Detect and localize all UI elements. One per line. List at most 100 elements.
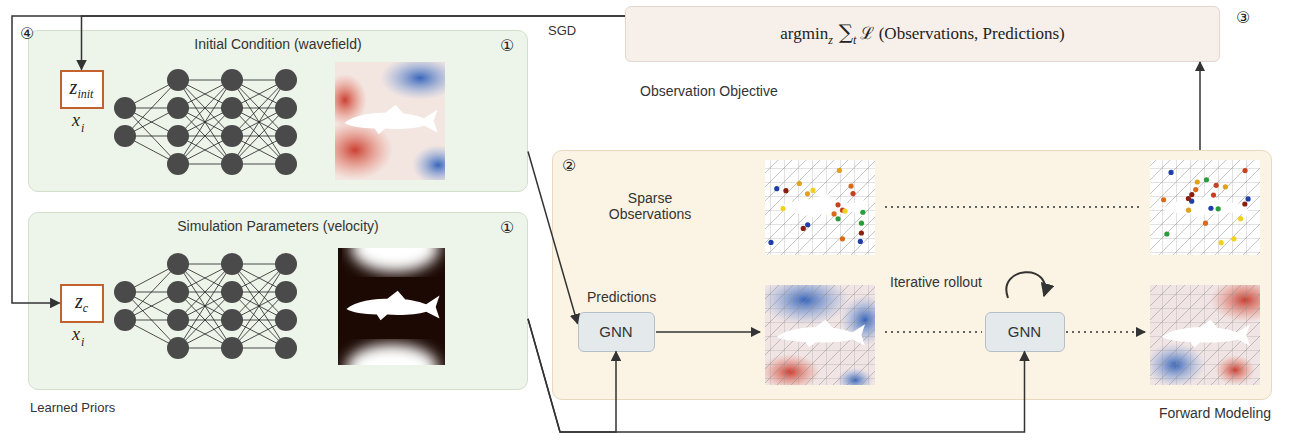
gnn-label: GNN (599, 323, 632, 340)
nn-neuron (221, 253, 243, 275)
nn-link (232, 264, 286, 348)
sensor-dot (831, 211, 836, 216)
sensor-dot (1161, 197, 1166, 202)
sensor-dot (848, 183, 853, 188)
nn-neuron (221, 125, 243, 147)
sensor-dot (801, 226, 806, 231)
sensor-dot (842, 208, 847, 213)
sensor-dot (774, 186, 779, 191)
nn-link (178, 264, 232, 348)
connector-arrow (528, 319, 1025, 432)
sensor-dot (797, 181, 802, 186)
nn-link (232, 80, 286, 164)
formula-sum: ∑ (839, 20, 853, 44)
sensor-dots (768, 168, 1250, 245)
connector-arrow (528, 152, 578, 324)
nn-neuron (167, 281, 189, 303)
sensor-dot (860, 210, 865, 215)
callout-number: ④ (20, 24, 34, 43)
sensor-dot (1216, 206, 1221, 211)
sensor-dot (1189, 192, 1194, 197)
nn-neuron (275, 337, 297, 359)
gnn-box: GNN (985, 312, 1065, 352)
latent-symbol: z (70, 76, 78, 98)
text-group: GNN (1008, 323, 1041, 341)
sensor-dot (1245, 196, 1250, 201)
sensor-dot (835, 216, 840, 221)
section-label: Iterative rollout (890, 274, 982, 290)
panel-title: Simulation Parameters (velocity) (29, 218, 527, 234)
text-group: GNN (599, 323, 632, 341)
nn-link (232, 264, 286, 348)
section-label: Sparse Observations (600, 190, 700, 222)
coordinate-subscript: i (81, 121, 84, 136)
formula-operator: argmin (780, 24, 828, 43)
nn-neuron (167, 153, 189, 175)
callout-number: ① (500, 36, 514, 55)
nn-neuron (167, 97, 189, 119)
objective-heading: Observation Objective (640, 83, 778, 99)
nn-neuron (275, 281, 297, 303)
sensor-dot (1203, 221, 1208, 226)
text-group: zc (75, 290, 88, 316)
nn-neuron (275, 309, 297, 331)
gnn-box: GNN (578, 312, 655, 352)
sensor-dot (768, 240, 773, 245)
sensor-dot (805, 222, 810, 227)
section-label: Predictions (587, 289, 656, 305)
nn-neuron (167, 337, 189, 359)
latent-subscript: c (83, 301, 88, 315)
latent-symbol: z (75, 290, 83, 312)
mesh-observation (765, 160, 1260, 255)
sensor-dot (858, 239, 863, 244)
sensor-dot (1242, 168, 1247, 173)
nn-link (178, 264, 232, 348)
coordinate-symbol: x (72, 110, 80, 131)
nn-neuron (221, 281, 243, 303)
nn-link (178, 80, 232, 164)
nn-neuron (275, 97, 297, 119)
connector-arrow (12, 16, 625, 303)
connector-arrow (1199, 62, 1201, 150)
nn-neuron (167, 253, 189, 275)
sensor-dot (835, 202, 840, 207)
sensor-dot (780, 206, 785, 211)
latent-code-box: zinit (60, 70, 104, 109)
sensor-dot (1211, 192, 1216, 197)
nn-neuron (167, 309, 189, 331)
nn-neuron (114, 281, 136, 303)
sensor-dot (1231, 236, 1236, 241)
callout-number: ① (500, 218, 514, 237)
formula-loss: ℒ (Observations, Predictions) (860, 24, 1064, 43)
coordinate-subscript: i (81, 335, 84, 350)
sensor-dot (1242, 201, 1247, 206)
connector-arrow (528, 319, 616, 432)
sensor-dot (1193, 187, 1198, 192)
neural-network (114, 253, 297, 359)
sensor-dot (783, 188, 788, 193)
nn-neuron (275, 69, 297, 91)
sensor-dot (1219, 240, 1224, 245)
nn-neuron (221, 97, 243, 119)
edge-label: SGD (546, 23, 578, 38)
panel-heading: Forward Modeling (1159, 405, 1271, 421)
velocity-image (338, 248, 445, 365)
text-group: argminz ∑t ℒ (Observations, Predictions) (780, 20, 1064, 47)
sensor-dot (1223, 184, 1228, 189)
gnn-label: GNN (1008, 323, 1041, 340)
wavefield-image (335, 62, 445, 180)
sensor-dot (1238, 216, 1243, 221)
formula-subscript: z (828, 33, 833, 47)
sensor-dot (840, 236, 845, 241)
callout-number: ② (562, 156, 576, 175)
sensor-dot (1195, 179, 1200, 184)
text-group: zinit (70, 76, 94, 102)
sensor-dot (1164, 231, 1169, 236)
sensor-dot (805, 191, 810, 196)
neural-network (114, 69, 297, 175)
nn-neuron (167, 125, 189, 147)
formula-subscript: t (853, 33, 856, 47)
sensor-dot (1214, 183, 1219, 188)
mesh-prediction (765, 285, 875, 385)
sensor-dot (859, 230, 864, 235)
